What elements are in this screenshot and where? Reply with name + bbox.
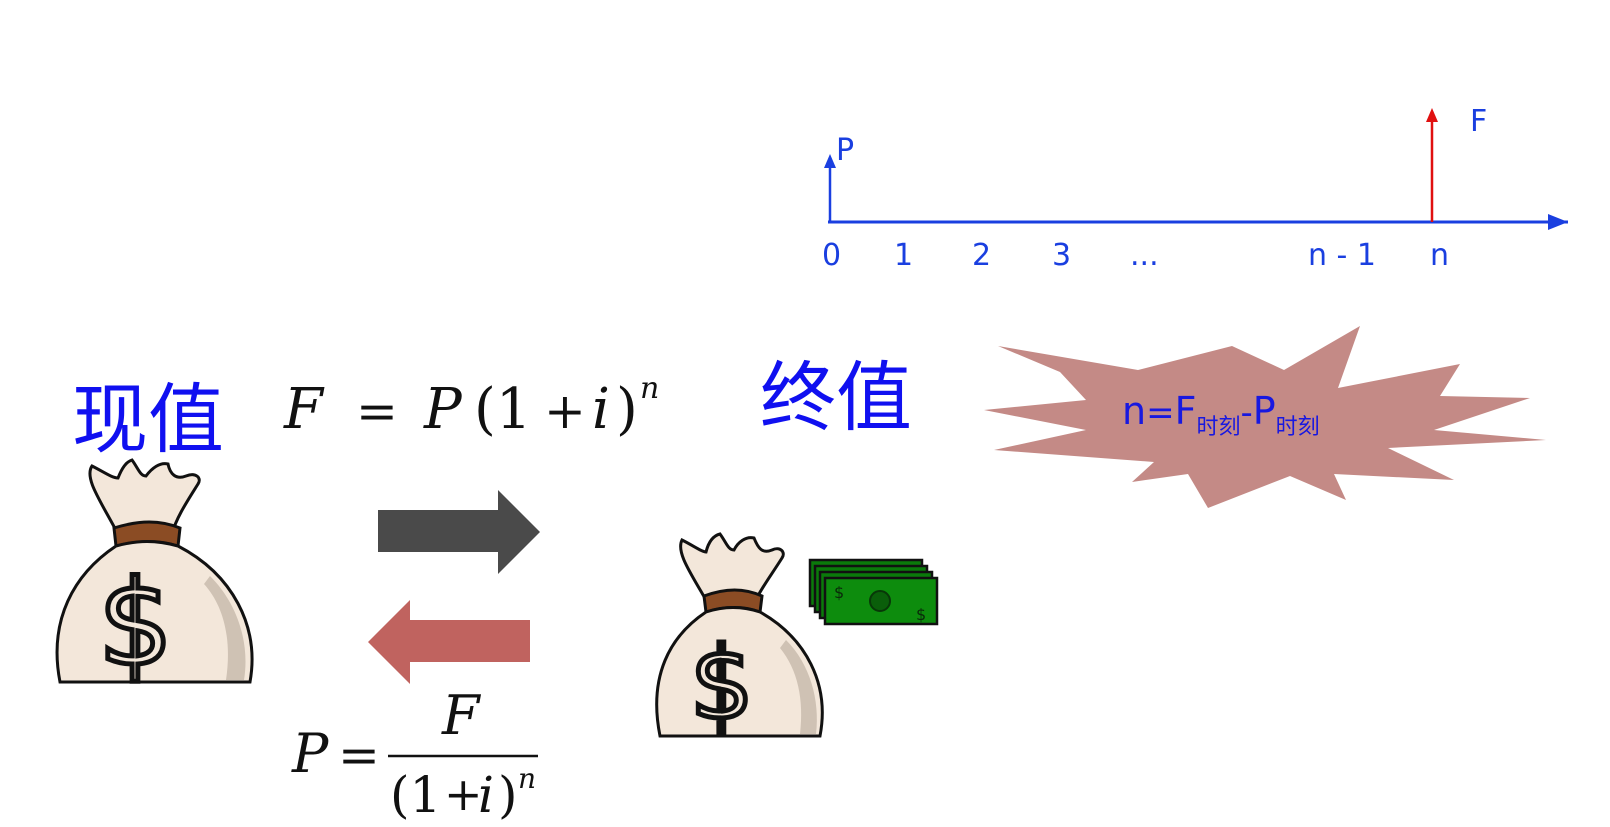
future-money-bag-body: [655, 606, 824, 738]
starburst-sub-2: 时刻: [1276, 415, 1320, 440]
period-count-starburst: n=F时刻-P时刻: [984, 326, 1546, 508]
f-arrow-head: [1426, 108, 1438, 122]
tick-label-2: 2: [972, 238, 991, 273]
pv-formula-eq: =: [338, 726, 380, 784]
starburst-minus: -: [1240, 393, 1252, 433]
future-value-label: 终值: [760, 353, 912, 442]
formula-i: i: [592, 377, 610, 442]
formula-f: F: [283, 377, 325, 442]
money-bag-dollar-sign: $: [98, 554, 173, 692]
tick-label-n-minus-1: n - 1: [1308, 238, 1376, 273]
timeline-axis-arrowhead: [1548, 214, 1568, 230]
money-bag-icon-present: $: [55, 458, 254, 695]
future-money-bag-top: [679, 532, 785, 602]
pv-formula-numerator: F: [441, 684, 482, 747]
money-bag-with-cash-icon-future: $ $ $: [655, 532, 939, 745]
tick-label-ellipsis: ...: [1130, 238, 1159, 273]
tick-label-n: n: [1430, 238, 1449, 273]
starburst-sub-1: 时刻: [1196, 415, 1240, 440]
cash-bill-dollar-sign-right: $: [916, 605, 926, 624]
tick-label-3: 3: [1052, 238, 1071, 273]
starburst-n: n: [1122, 389, 1146, 433]
formula-eq: =: [356, 382, 398, 440]
p-label: P: [836, 133, 854, 168]
starburst-eq: =: [1146, 393, 1175, 433]
cash-bill-front: [823, 576, 939, 626]
starburst-p: P: [1253, 389, 1276, 433]
starburst-f: F: [1175, 389, 1197, 433]
present-value-formula: P = F (1 + i ) n: [291, 684, 538, 824]
money-bag-top: [88, 458, 201, 536]
formula-p: P: [423, 377, 463, 442]
cash-stack-icon: $ $: [808, 558, 939, 626]
pv-den-exp: n: [518, 762, 536, 795]
pv-den-close: ): [498, 766, 518, 824]
starburst-shape: [984, 326, 1546, 508]
formula-close: ): [616, 377, 638, 442]
compound-forward-arrow: [378, 490, 540, 574]
pv-den-plus: +: [444, 767, 483, 821]
formula-open: (1: [474, 377, 531, 442]
present-value-label: 现值: [72, 375, 224, 464]
cash-flow-timeline: P F 0 1 2 3 ... n - 1 n: [822, 104, 1568, 273]
cash-bill-seal: [869, 590, 891, 612]
pv-den-open: (1: [390, 766, 441, 824]
starburst-formula: n=F时刻-P时刻: [1122, 389, 1320, 440]
money-bag-shade: [204, 576, 246, 680]
f-label: F: [1470, 104, 1487, 139]
formula-plus: +: [544, 382, 586, 440]
money-bag-body: [55, 540, 254, 684]
future-money-bag-shade: [780, 640, 817, 734]
future-money-bag-dollar-sign: $: [690, 625, 754, 742]
future-value-formula: F = P (1 + i ) n: [283, 371, 659, 442]
cash-bill-dollar-sign-left: $: [834, 583, 844, 602]
formula-exp: n: [640, 371, 659, 406]
pv-den-i: i: [478, 766, 494, 824]
pv-formula-lhs: P: [291, 722, 330, 785]
discount-backward-arrow: [368, 600, 530, 684]
tick-label-0: 0: [822, 238, 841, 273]
tick-label-1: 1: [894, 238, 913, 273]
p-arrow-head: [824, 154, 836, 168]
